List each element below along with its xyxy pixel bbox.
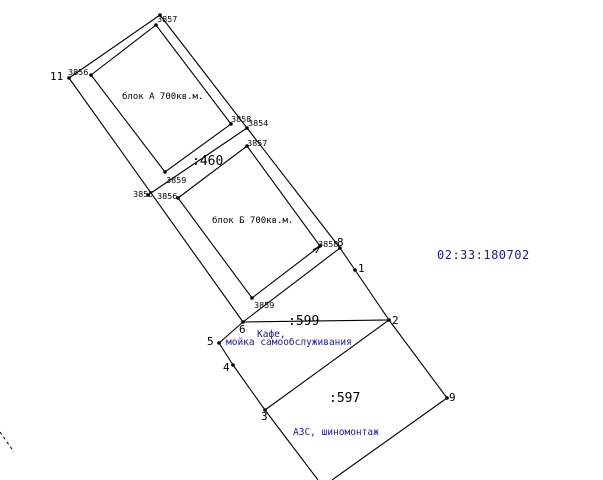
- label-3854: 3854: [248, 119, 268, 128]
- boundary-3854-8: [246, 127, 341, 249]
- boundary-6-5: [218, 321, 244, 344]
- boundary-6-2: [242, 319, 390, 323]
- label-3856-left: 3856: [68, 68, 88, 77]
- label-3855: 3855: [133, 190, 153, 199]
- use-gas-station: АЗС, шиномонтаж: [293, 427, 379, 438]
- boundary-3855-3854: [147, 127, 248, 196]
- label-6: 6: [239, 323, 246, 336]
- label-3859-b: 3859: [254, 301, 274, 310]
- boundary-8-1: [339, 247, 356, 271]
- label-3858-a: 3858: [231, 115, 251, 124]
- label-3856-mid: 3856: [157, 192, 177, 201]
- boundary-2-9: [388, 319, 448, 399]
- boundary-5-4: [218, 342, 234, 366]
- parcel-boundaries: [68, 14, 448, 480]
- boundary-3-2: [264, 319, 390, 411]
- boundary-1-2: [354, 269, 390, 321]
- label-8: 8: [337, 236, 344, 249]
- block-a-label: блок А 700кв.м.: [122, 91, 203, 102]
- label-3859-a: 3859: [166, 176, 186, 185]
- label-3: 3: [261, 410, 268, 423]
- survey-points: [67, 13, 449, 412]
- label-9: 9: [449, 391, 456, 404]
- label-2: 2: [392, 314, 399, 327]
- label-3858-b: 3858: [318, 240, 338, 249]
- boundary-11-6: [68, 77, 244, 323]
- boundary-6-8: [242, 247, 341, 323]
- block-b-label: блок Б 700кв.м.: [212, 215, 293, 226]
- parcel-597: :597: [329, 391, 360, 406]
- label-4: 4: [223, 361, 230, 374]
- label-5: 5: [207, 335, 214, 348]
- use-cafe-line1: Кафе,: [257, 329, 286, 340]
- label-3857-top: 3857: [157, 15, 177, 24]
- label-11: 11: [50, 70, 63, 83]
- boundary-3857-3854: [159, 14, 248, 129]
- parcel-460: :460: [192, 154, 223, 169]
- boundary-3-bottom: [264, 409, 319, 480]
- dashed-boundary: [0, 431, 15, 453]
- parcel-599: :599: [288, 314, 319, 329]
- cadastral-number: 02:33:180702: [437, 248, 530, 262]
- use-cafe-line2: мойка самообслуживания: [226, 337, 352, 348]
- label-1: 1: [358, 262, 365, 275]
- boundary-4-3: [232, 364, 266, 411]
- boundary-9-bottom: [331, 397, 448, 480]
- label-3857-mid: 3857: [247, 139, 267, 148]
- boundary-11-3857: [68, 14, 161, 79]
